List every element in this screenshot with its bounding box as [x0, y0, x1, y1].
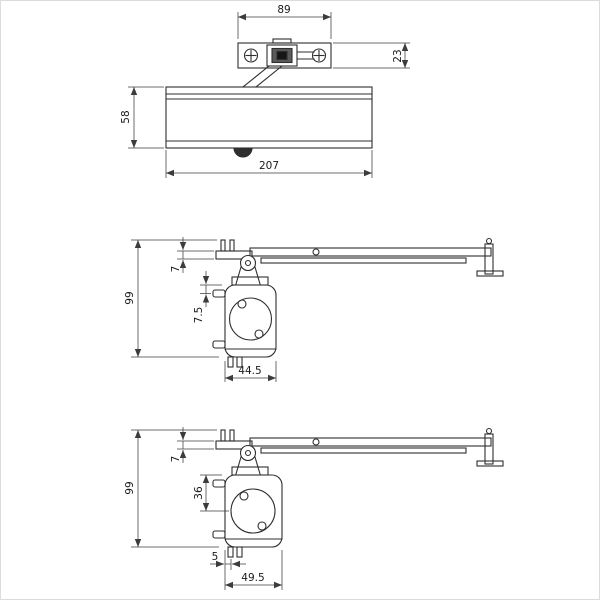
dim-body-height-label: 58	[120, 110, 132, 123]
fixing-screw	[212, 479, 226, 488]
arm-top	[242, 65, 283, 88]
dim-top-offset-label: 7.5	[193, 307, 205, 324]
dim-body-length-label: 207	[259, 160, 279, 172]
pinion-boss	[233, 147, 253, 158]
screw-right-icon	[311, 48, 327, 63]
side-b-dimensions: 99 7 36 5 49.5	[124, 427, 283, 590]
dim-channel-offset-a-label: 7	[170, 266, 182, 273]
arm-pivot-screw	[312, 438, 320, 446]
dim-overall-height-b-label: 99	[124, 481, 136, 494]
dim-channel-offset-b-label: 7	[170, 456, 182, 463]
side-view-b: 99 7 36 5 49.5	[124, 427, 504, 590]
elbow-knuckle	[239, 254, 257, 272]
dim-body-depth-b-label: 49.5	[241, 572, 264, 584]
dim-spindle-offset-label: 36	[193, 486, 205, 500]
fixing-screw	[212, 530, 226, 539]
fixing-screw	[212, 289, 226, 298]
elbow-knuckle	[239, 444, 257, 462]
valve-pin	[236, 356, 243, 368]
valve-pin	[227, 546, 234, 558]
spindle-circle	[230, 488, 276, 534]
arm-pivot-screw	[312, 248, 320, 256]
screw-left-icon	[243, 48, 259, 63]
dim-overall-height-a-label: 99	[124, 291, 136, 304]
dim-plate-width-label: 89	[277, 4, 290, 16]
dim-body-depth-a-label: 44.5	[238, 365, 261, 377]
closer-body-b	[212, 474, 283, 558]
closer-body-top	[165, 86, 373, 158]
closer-body-a	[212, 284, 277, 368]
valve-pin	[227, 356, 234, 368]
side-view-a: 99 7 7.5 44.5	[124, 237, 504, 382]
mounting-plate	[237, 38, 332, 69]
top-plan-view: 89 23 58 207	[120, 4, 410, 178]
dim-plate-height-label: 23	[392, 49, 404, 62]
spindle-circle	[228, 297, 273, 341]
arm-assembly-b	[215, 427, 504, 476]
dim-edge-offset-label: 5	[212, 551, 219, 563]
top-view-dimensions: 89 23 58 207	[120, 4, 410, 178]
valve-pin	[236, 546, 243, 558]
arm-assembly-a	[215, 237, 504, 286]
fixing-screw	[212, 340, 226, 349]
side-a-dimensions: 99 7 7.5 44.5	[124, 237, 277, 382]
